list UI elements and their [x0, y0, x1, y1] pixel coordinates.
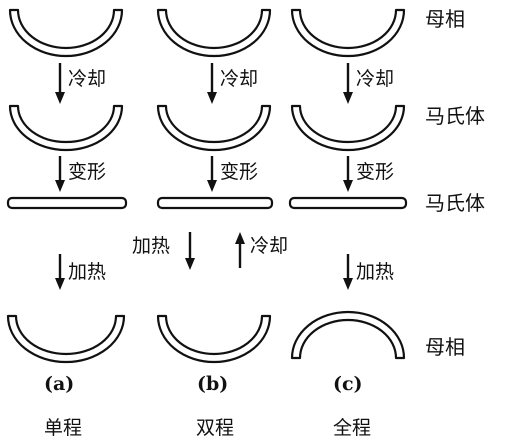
label-deform-b: 变形 — [220, 161, 258, 183]
arc-parent-a — [8, 8, 124, 58]
label-parent-bottom: 母相 — [425, 335, 465, 359]
arc-parent-c — [290, 8, 406, 58]
arrowhead-heat-a — [55, 278, 65, 290]
label-cool-b: 冷却 — [220, 68, 258, 90]
label-martensite-1: 马氏体 — [425, 104, 485, 128]
caption-all-round: 全程 — [333, 417, 371, 439]
label-cool-up-b: 冷却 — [250, 235, 288, 257]
caption-two-way: 双程 — [196, 417, 234, 439]
label-cool-a: 冷却 — [68, 68, 106, 90]
arc-parent-b — [156, 8, 272, 58]
arrowhead-deform-a — [55, 180, 65, 192]
sub-label-b: (b) — [197, 373, 228, 395]
arrowhead-heat-b — [185, 258, 195, 270]
arrowhead-cool-a — [55, 92, 65, 104]
arc-parent-recovered-b — [156, 314, 272, 364]
bar-martensite-a — [6, 196, 128, 210]
label-heat-a: 加热 — [68, 261, 106, 283]
label-deform-c: 变形 — [356, 161, 394, 183]
arrowhead-heat-c — [343, 278, 353, 290]
arrowhead-deform-b — [207, 180, 217, 192]
arc-parent-recovered-c — [290, 310, 406, 360]
sub-label-a: (a) — [44, 373, 74, 395]
arc-martensite-b — [156, 104, 272, 152]
label-cool-c: 冷却 — [356, 68, 394, 90]
bar-martensite-b — [156, 196, 274, 210]
arrowhead-cool-up-b — [235, 232, 245, 244]
arrowhead-cool-c — [343, 92, 353, 104]
label-heat-b: 加热 — [132, 235, 170, 257]
arc-parent-recovered-a — [6, 314, 126, 364]
label-martensite-2: 马氏体 — [425, 191, 485, 215]
arc-martensite-a — [8, 104, 124, 152]
label-deform-a: 变形 — [68, 161, 106, 183]
arrowhead-deform-c — [343, 180, 353, 192]
label-parent-top: 母相 — [425, 7, 465, 31]
label-heat-c: 加热 — [356, 261, 394, 283]
arc-martensite-c — [290, 104, 406, 152]
caption-one-way: 单程 — [44, 417, 82, 439]
bar-martensite-c — [288, 196, 408, 210]
arrowhead-cool-b — [207, 92, 217, 104]
sub-label-c: (c) — [333, 373, 363, 395]
